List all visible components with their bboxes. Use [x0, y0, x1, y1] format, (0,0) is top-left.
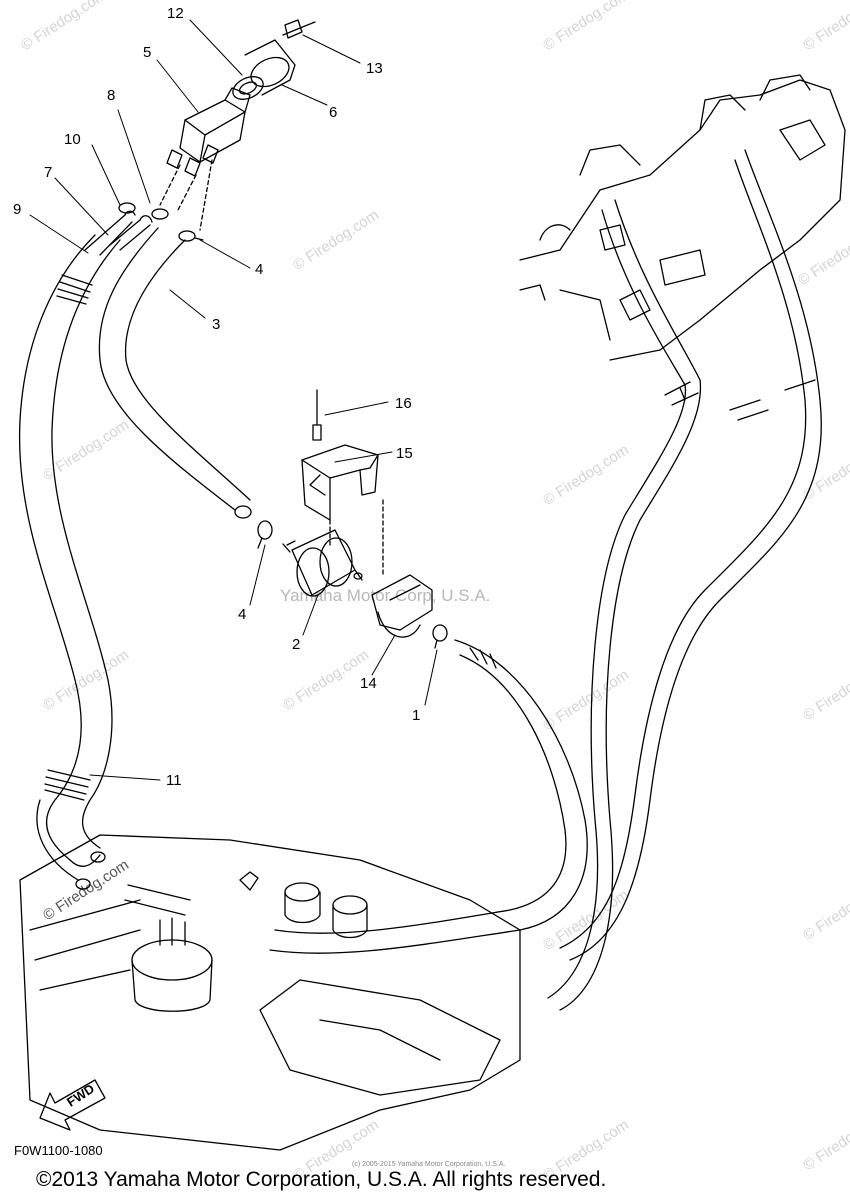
callout-5: 5 [143, 44, 152, 61]
hose-11 [18, 234, 121, 890]
drawing-code: F0W1100-1080 [14, 1143, 103, 1158]
callout-2: 2 [292, 636, 301, 653]
callout-6: 6 [329, 104, 338, 121]
callout-7: 7 [44, 164, 53, 181]
filter-2 [282, 529, 363, 597]
leader-lines [29, 19, 438, 781]
watermark-tiny: (c) 2005-2015 Yamaha Motor Corporation, … [352, 1161, 506, 1168]
callout-16: 16 [395, 395, 412, 412]
engine-block [519, 74, 846, 361]
connector-5 [159, 87, 251, 231]
watermark-center: Yamaha Motor Corp, U.S.A. [280, 586, 491, 605]
cap-assembly [232, 19, 316, 100]
hose-1 [269, 639, 588, 954]
copyright-notice: ©2013 Yamaha Motor Corporation, U.S.A. A… [36, 1168, 607, 1191]
hose-9-7 [84, 210, 153, 256]
callout-4-mid: 4 [238, 606, 247, 623]
callout-10: 10 [64, 131, 81, 148]
callout-8: 8 [107, 87, 116, 104]
callout-1: 1 [412, 707, 421, 724]
callout-12: 12 [167, 5, 184, 22]
clamps-mid [257, 520, 448, 649]
callout-4-top: 4 [255, 261, 264, 278]
callout-14: 14 [360, 675, 377, 692]
fwd-arrow [39, 1079, 106, 1131]
holder-14 [371, 574, 433, 638]
clamps-top [118, 202, 204, 242]
callout-13: 13 [366, 60, 383, 77]
fuel-tank [19, 834, 521, 1151]
callout-11: 11 [166, 772, 182, 789]
callout-9: 9 [13, 201, 22, 218]
hose-right-pair [547, 149, 822, 1011]
hose-3 [98, 227, 252, 519]
bracket-15 [301, 389, 384, 576]
callout-15: 15 [396, 445, 413, 462]
callout-3: 3 [212, 316, 221, 333]
